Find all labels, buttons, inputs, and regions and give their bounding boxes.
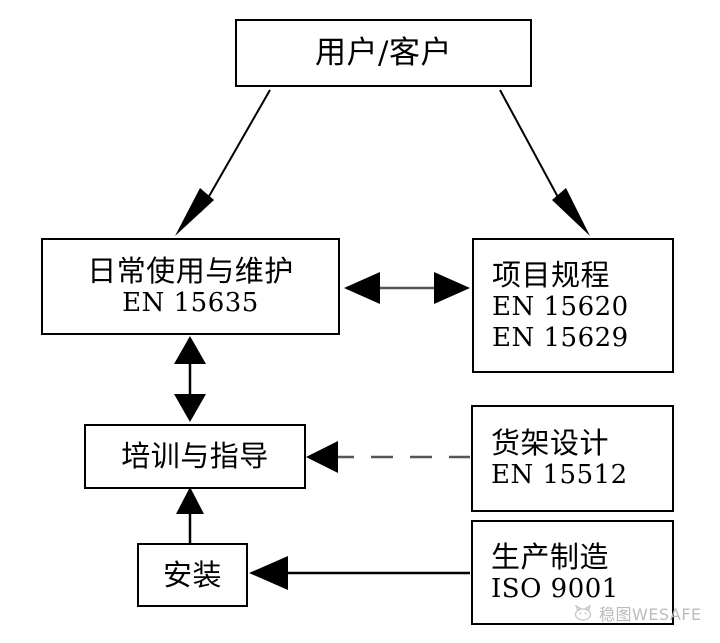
connector-usage-training <box>174 336 206 422</box>
connector-user-to-project <box>499 89 590 236</box>
connector-rackdesign-to-training <box>306 441 470 473</box>
node-daily-use-maintenance-standard: EN 15635 <box>122 288 259 319</box>
node-daily-use-maintenance-title: 日常使用与维护 <box>87 254 294 289</box>
node-training-guidance[interactable]: 培训与指导 <box>84 424 306 489</box>
node-project-specification-standard-2: EN 15629 <box>492 322 629 353</box>
node-project-specification[interactable]: 项目规程 EN 15620 EN 15629 <box>472 238 674 373</box>
node-manufacturing-standard: ISO 9001 <box>491 574 619 605</box>
node-installation-label: 安装 <box>162 557 222 592</box>
node-training-guidance-label: 培训与指导 <box>121 439 269 474</box>
node-rack-design[interactable]: 货架设计 EN 15512 <box>471 405 674 512</box>
connector-usage-project <box>344 272 470 304</box>
node-rack-design-standard: EN 15512 <box>491 460 628 491</box>
node-manufacturing[interactable]: 生产制造 ISO 9001 <box>471 520 674 625</box>
node-project-specification-standard-1: EN 15620 <box>492 291 629 322</box>
node-user-customer-label: 用户/客户 <box>315 34 452 71</box>
node-manufacturing-title: 生产制造 <box>491 540 610 575</box>
node-rack-design-title: 货架设计 <box>491 426 610 461</box>
node-user-customer[interactable]: 用户/客户 <box>235 19 532 87</box>
watermark-text: 稳图WESAFE <box>599 605 702 624</box>
node-installation[interactable]: 安装 <box>137 543 248 607</box>
node-project-specification-title: 项目规程 <box>492 257 611 292</box>
watermark: 稳图WESAFE <box>572 601 702 625</box>
connector-user-to-usage <box>175 89 271 236</box>
connector-install-to-training <box>176 487 204 543</box>
cat-icon <box>574 605 592 621</box>
node-daily-use-maintenance[interactable]: 日常使用与维护 EN 15635 <box>41 238 340 335</box>
connector-manufacturing-to-install <box>249 556 470 590</box>
